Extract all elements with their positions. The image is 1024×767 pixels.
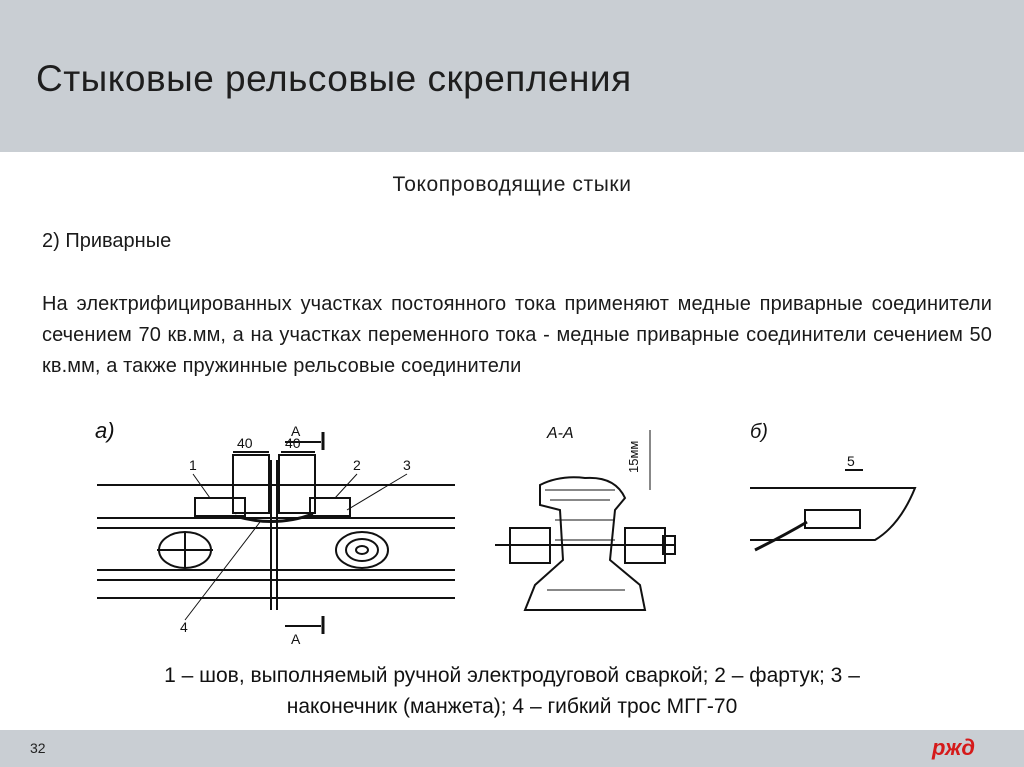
slide-title: Стыковые рельсовые скрепления	[36, 58, 632, 99]
callout-3: 3	[403, 457, 411, 473]
body-paragraph: На электрифицированных участках постоянн…	[42, 293, 992, 377]
list-item-heading: 2) Приварные	[42, 230, 172, 252]
dim-5: 5	[847, 453, 855, 469]
technical-drawing: а) 40 40 1 2 3 4 А	[95, 418, 917, 647]
callout-4: 4	[180, 619, 188, 635]
caption-line-2: наконечник (манжета); 4 – гибкий трос МГ…	[286, 695, 738, 718]
section-label: А-А	[546, 425, 574, 442]
slide-subtitle: Токопроводящие стыки	[392, 173, 632, 196]
rzd-logo: ржд	[932, 735, 975, 760]
callout-1: 1	[189, 457, 197, 473]
footer-bar: 32 ржд	[0, 730, 1024, 767]
section-arrow-bottom: А	[291, 631, 301, 647]
callout-2: 2	[353, 457, 361, 473]
figure-caption: 1 – шов, выполняемый ручной электродугов…	[0, 660, 1024, 722]
caption-line-1: 1 – шов, выполняемый ручной электродугов…	[164, 664, 860, 687]
figure-b-label: б)	[750, 421, 768, 443]
section-arrow-top: А	[291, 423, 301, 439]
page-number: 32	[30, 740, 46, 756]
header-bar: Стыковые рельсовые скрепления	[0, 0, 1024, 152]
dim-15mm: 15мм	[626, 441, 641, 473]
figure-a-label: а)	[95, 418, 115, 443]
dim-40-left: 40	[237, 435, 253, 451]
